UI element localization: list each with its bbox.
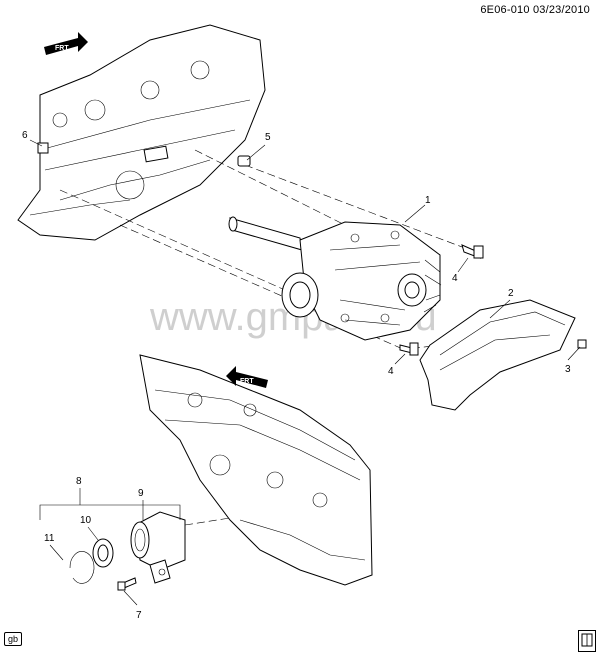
callout-5: 5: [265, 132, 271, 143]
bolt-7: [117, 577, 137, 591]
callout-6: 6: [22, 130, 28, 141]
alignment-line-lower: [184, 517, 231, 526]
manual-book-icon: [578, 630, 596, 652]
bracket-6: [37, 142, 49, 154]
nut-5: [237, 155, 251, 167]
callout-9: 9: [138, 488, 144, 499]
group-bracket-8: [39, 504, 181, 520]
snap-ring-11: [69, 551, 95, 584]
forward-arrow-icon-lower: FRT: [226, 366, 268, 388]
bolt-4-lower: [399, 342, 419, 356]
callout-10: 10: [80, 515, 92, 526]
forward-label-top: FRT: [55, 45, 69, 52]
lower-engine-block: [139, 354, 373, 586]
shield-2: [419, 299, 576, 411]
callout-2: 2: [508, 288, 514, 299]
forward-label-bottom: FRT: [240, 378, 254, 385]
callout-7: 7: [136, 610, 142, 621]
callout-4-lower: 4: [388, 366, 394, 377]
bearing-housing-9: [130, 511, 186, 584]
bearing-10: [92, 538, 114, 568]
callout-11: 11: [44, 533, 55, 544]
callout-4-upper: 4: [452, 273, 458, 284]
screw-3: [577, 339, 587, 349]
forward-arrow-icon: FRT: [44, 32, 88, 55]
callout-3: 3: [565, 364, 571, 375]
callout-1: 1: [425, 195, 431, 206]
diagram-date: 03/23/2010: [532, 4, 590, 16]
diagram-header: 6E06-010 03/23/2010: [480, 4, 590, 16]
bolt-4-upper: [461, 244, 484, 259]
differential-assembly: [228, 216, 442, 341]
leader-lines: [29, 139, 581, 606]
diagram-code: 6E06-010: [480, 4, 530, 16]
callout-8: 8: [76, 476, 82, 487]
upper-engine-block: [17, 24, 266, 241]
footer-tag: gb: [4, 632, 23, 646]
